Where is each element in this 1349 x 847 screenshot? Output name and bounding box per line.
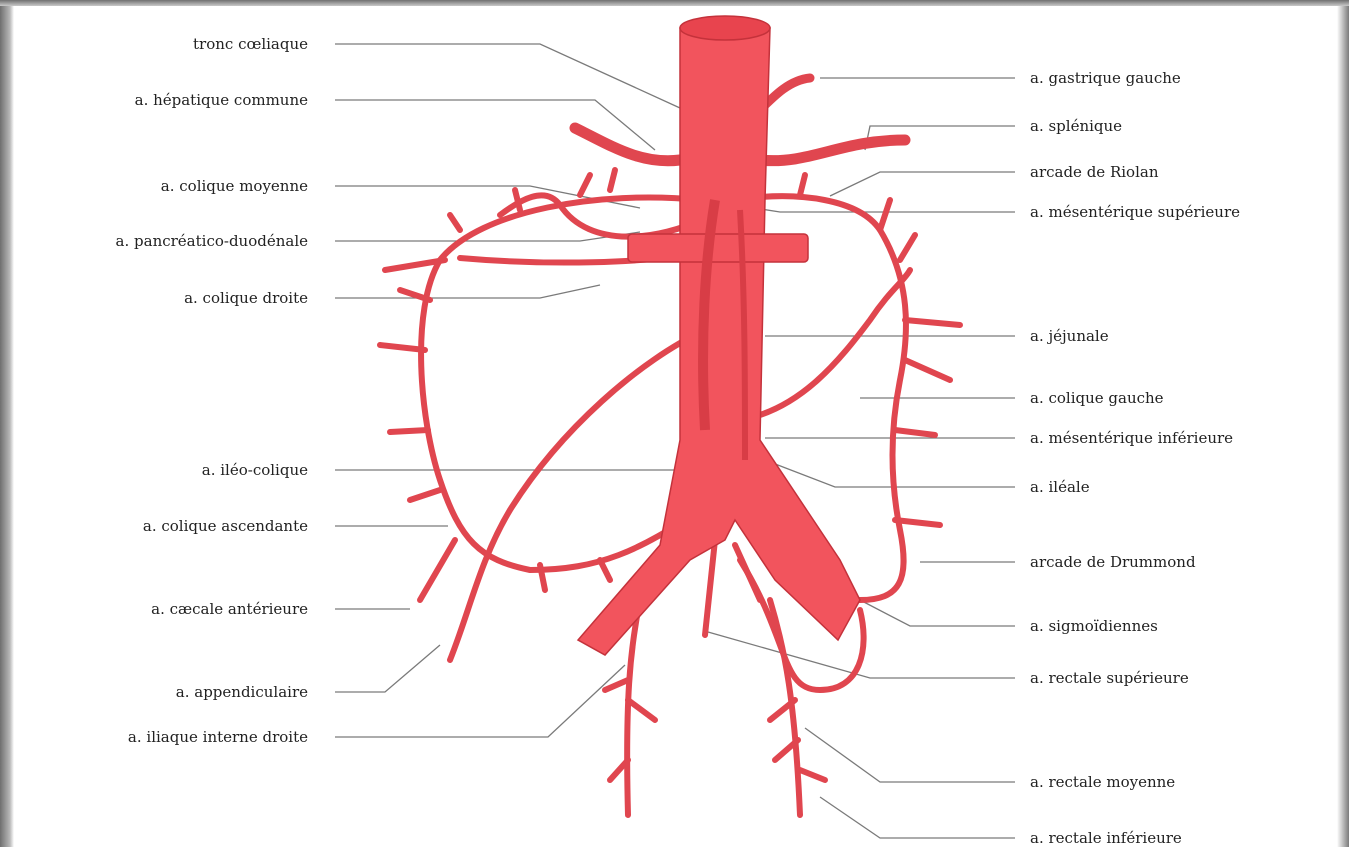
twig-l8 [600,560,610,580]
label-gastrique-gauche: a. gastrique gauche [1030,69,1181,87]
label-mesenterique-inferieure: a. mésentérique inférieure [1030,429,1233,447]
twig-r1 [880,200,890,230]
artery-branches [380,78,960,815]
leader-appendiculaire [335,645,440,692]
label-ileo-colique: a. iléo-colique [8,461,308,479]
label-iliaque-interne-droite: a. iliaque interne droite [8,728,308,746]
splenic-artery [760,140,905,161]
label-rectale-superieure: a. rectale supérieure [1030,669,1189,687]
twig-il3 [605,680,628,690]
leader-colique-droite [335,285,600,298]
twig-r2 [900,235,915,260]
label-appendiculaire: a. appendiculaire [8,683,308,701]
leader-tronc-coeliaque [335,44,680,108]
twig-l6 [420,540,455,600]
twig-mid2 [735,545,760,600]
twig-r5 [895,430,935,435]
twig-ir2 [800,770,825,780]
leader-riolan [830,172,1015,196]
aorta-opening [680,16,770,40]
label-ileale: a. iléale [1030,478,1090,496]
label-rectale-inferieure: a. rectale inférieure [1030,829,1182,847]
label-colique-ascendante: a. colique ascendante [8,517,308,535]
label-colique-moyenne: a. colique moyenne [8,177,308,195]
leader-sigmoidiennes [860,600,1015,626]
twig-r7 [800,175,805,195]
aorta [578,28,860,655]
label-colique-gauche: a. colique gauche [1030,389,1164,407]
twig-l5 [410,490,440,500]
common-hepatic-artery [575,128,680,161]
twig-l4 [390,430,428,432]
label-splenique: a. splénique [1030,117,1122,135]
leader-iliaque-interne-droite [335,665,625,737]
twig-l9 [450,215,460,230]
leader-colique-moyenne [335,186,640,208]
label-pancreatico-duodenale: a. pancréatico-duodénale [8,232,308,250]
twig-r4 [905,360,950,380]
twig-mid1 [705,540,715,635]
twig-l12 [610,170,615,190]
leader-rectale-inferieure [820,797,1015,838]
leader-rectale-moyenne [805,728,1015,782]
label-tronc-coeliaque: tronc cœliaque [8,35,308,53]
label-sigmoidiennes: a. sigmoïdiennes [1030,617,1158,635]
label-caecale-anterieure: a. cæcale antérieure [8,600,308,618]
label-jejunale: a. jéjunale [1030,327,1109,345]
label-arcade-riolan: arcade de Riolan [1030,163,1158,181]
twig-il1 [628,700,655,720]
label-rectale-moyenne: a. rectale moyenne [1030,773,1175,791]
twig-l11 [580,175,590,195]
label-hepatique-commune: a. hépatique commune [8,91,308,109]
leader-mesenterique-superieure [735,205,1015,212]
label-mesenterique-superieure: a. mésentérique supérieure [1030,203,1240,221]
renal-arteries [628,234,808,262]
twig-r3 [905,320,960,325]
ileocolic-branch [450,330,705,660]
label-arcade-drummond: arcade de Drummond [1030,553,1196,571]
label-colique-droite: a. colique droite [8,289,308,307]
